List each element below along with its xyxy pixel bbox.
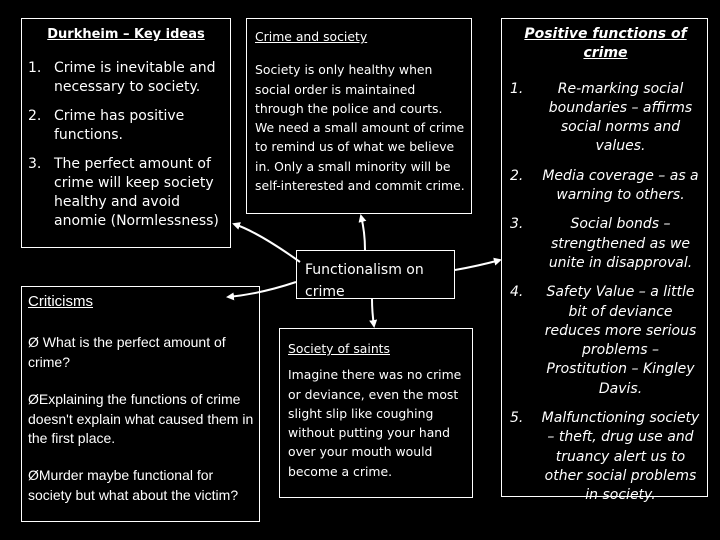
item-text: Murder maybe functional for society but …: [28, 467, 239, 503]
item-text: What is the perfect amount of crime?: [28, 334, 226, 370]
positive-functions-box: Positive functions of crime 1. Re-markin…: [501, 18, 708, 503]
item-number: 2.: [510, 167, 524, 184]
item-number: 1.: [510, 80, 524, 97]
durkheim-item: 3. The perfect amount of crime will keep…: [28, 155, 224, 231]
durkheim-title: Durkheim – Key ideas: [47, 27, 205, 42]
criticisms-list: Ø What is the perfect amount of crime? Ø…: [28, 333, 254, 505]
criticism-item: ØMurder maybe functional for society but…: [28, 466, 254, 505]
bullet-arrow-icon: Ø: [28, 391, 39, 408]
durkheim-item: 1. Crime is inevitable and necessary to …: [28, 59, 224, 97]
positive-item: 3. Social bonds – strengthened as we uni…: [510, 215, 701, 273]
positive-item: 5. Malfunctioning society – theft, drug …: [510, 409, 701, 505]
item-text: Media coverage – as a warning to others.: [542, 167, 699, 204]
saints-box: Society of saints Imagine there was no c…: [279, 328, 473, 498]
criticisms-box: Criticisms Ø What is the perfect amount …: [21, 286, 260, 522]
item-number: 2.: [28, 108, 42, 124]
item-text: Malfunctioning society – theft, drug use…: [541, 410, 700, 504]
item-number: 3.: [28, 156, 42, 172]
item-text: Safety Value – a little bit of deviance …: [544, 284, 697, 397]
bullet-arrow-icon: Ø: [28, 334, 39, 351]
positive-item: 1. Re-marking social boundaries – affirm…: [510, 80, 701, 157]
item-text: Re-marking social boundaries – affirms s…: [548, 80, 693, 155]
durkheim-item: 2. Crime has positive functions.: [28, 107, 224, 145]
positive-title: Positive functions of crime: [524, 26, 687, 62]
positive-list: 1. Re-marking social boundaries – affirm…: [510, 80, 701, 506]
positive-item: 2. Media coverage – as a warning to othe…: [510, 167, 701, 206]
arrow-to-criticisms: [226, 281, 297, 301]
bullet-arrow-icon: Ø: [28, 467, 39, 484]
criticism-item: ØExplaining the functions of crime doesn…: [28, 390, 254, 448]
positive-item: 4. Safety Value – a little bit of devian…: [510, 283, 701, 399]
criticism-item: Ø What is the perfect amount of crime?: [28, 333, 254, 372]
item-number: 4.: [510, 284, 524, 301]
durkheim-box: Durkheim – Key ideas 1. Crime is inevita…: [21, 18, 231, 248]
crime-society-title: Crime and society: [255, 29, 368, 44]
arrow-to-saints: [369, 298, 378, 328]
crime-society-body: Society is only healthy when social orde…: [255, 62, 465, 194]
arrow-to-positive: [454, 257, 502, 271]
criticisms-title: Criticisms: [28, 293, 93, 310]
durkheim-list: 1. Crime is inevitable and necessary to …: [28, 59, 224, 231]
saints-title: Society of saints: [288, 341, 390, 356]
center-box: Functionalism on crime: [296, 250, 455, 300]
item-number: 1.: [28, 60, 42, 76]
arrow-to-crime-society: [358, 214, 367, 251]
item-number: 5.: [510, 410, 524, 427]
item-text: Crime is inevitable and necessary to soc…: [54, 60, 216, 95]
crime-society-box: Crime and society Society is only health…: [246, 18, 472, 214]
center-label: Functionalism on crime: [305, 262, 424, 300]
item-number: 3.: [510, 216, 524, 233]
saints-body: Imagine there was no crime or deviance, …: [288, 367, 462, 479]
item-text: Social bonds – strengthened as we unite …: [548, 216, 693, 271]
item-text: Explaining the functions of crime doesn'…: [28, 391, 254, 447]
item-text: Crime has positive functions.: [54, 108, 185, 143]
item-text: The perfect amount of crime will keep so…: [54, 156, 219, 229]
arrow-to-durkheim: [232, 222, 301, 263]
